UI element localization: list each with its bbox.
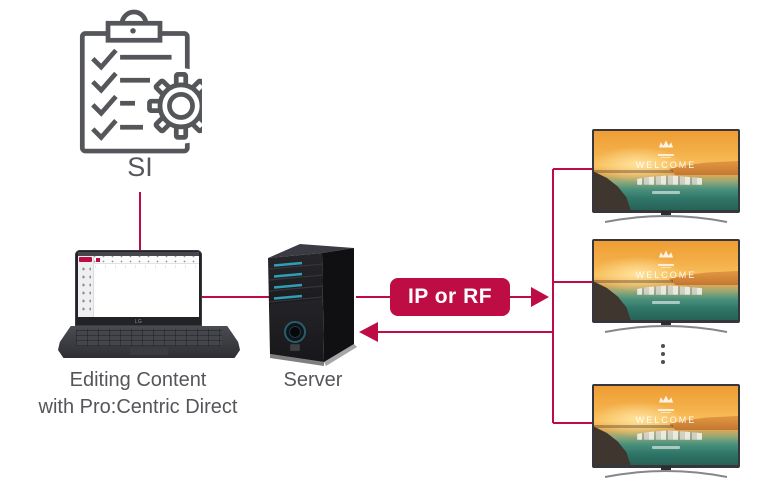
shoreline [594,169,674,173]
resort-buildings [637,285,702,295]
resort-buildings [637,430,702,440]
left-cliff [594,171,631,210]
caption-line-2: with Pro:Centric Direct [38,396,238,418]
tv-stand [604,466,728,478]
tv-display-2: WELCOME [592,239,740,335]
server-tower-icon [268,244,357,366]
laptop-logo: LG [134,318,143,325]
editor-sidebar [78,256,94,317]
gear-icon [143,68,202,144]
resort-buildings [637,175,702,185]
upstream-arrowhead-icon [359,322,378,342]
clip-rivet [130,28,136,34]
shoreline [594,279,674,283]
si-label: SI [127,152,153,182]
laptop: LG [58,246,240,358]
server-drive-leds [273,261,303,300]
left-cliff [594,426,631,465]
laptop-screen: LG [75,250,202,326]
welcome-text: WELCOME [635,160,697,171]
tv-menu-bar [652,446,680,449]
editor-mockup [78,252,199,317]
hotel-logo-icon [655,390,677,413]
tv-screen: WELCOME [592,239,740,323]
server-front-face [268,253,324,362]
editor-canvas [95,265,199,317]
laptop-base [58,326,240,358]
clipboard-checklist-icon [79,9,202,154]
hotel-logo-icon [655,245,677,268]
caption-line-1: Editing Content [69,369,207,391]
editor-toolbar [94,256,199,264]
tv-stand [604,321,728,333]
tv-stand [604,211,728,223]
more-displays-indicator [661,344,665,364]
tv-screen: WELCOME [592,129,740,213]
downstream-arrowhead-icon [531,287,549,307]
tv-screen: WELCOME [592,384,740,468]
tv-menu-bar [652,191,680,194]
editing-caption: Editing Content with Pro:Centric Direct [0,367,276,421]
tv-display-3: WELCOME [592,384,740,480]
welcome-text: WELCOME [635,415,697,426]
laptop-touchpad [130,347,168,355]
laptop-keyboard [76,329,222,346]
transport-badge: IP or RF [390,278,510,316]
tv-display-1: WELCOME [592,129,740,225]
welcome-text: WELCOME [635,270,697,281]
server-side-face [322,248,354,362]
tv-menu-bar [652,301,680,304]
server-label: Server [283,369,343,391]
server-top-face [268,244,354,258]
left-cliff [594,281,631,320]
hotel-logo-icon [655,135,677,158]
editor-titlebar [78,252,199,256]
shoreline [594,424,674,428]
